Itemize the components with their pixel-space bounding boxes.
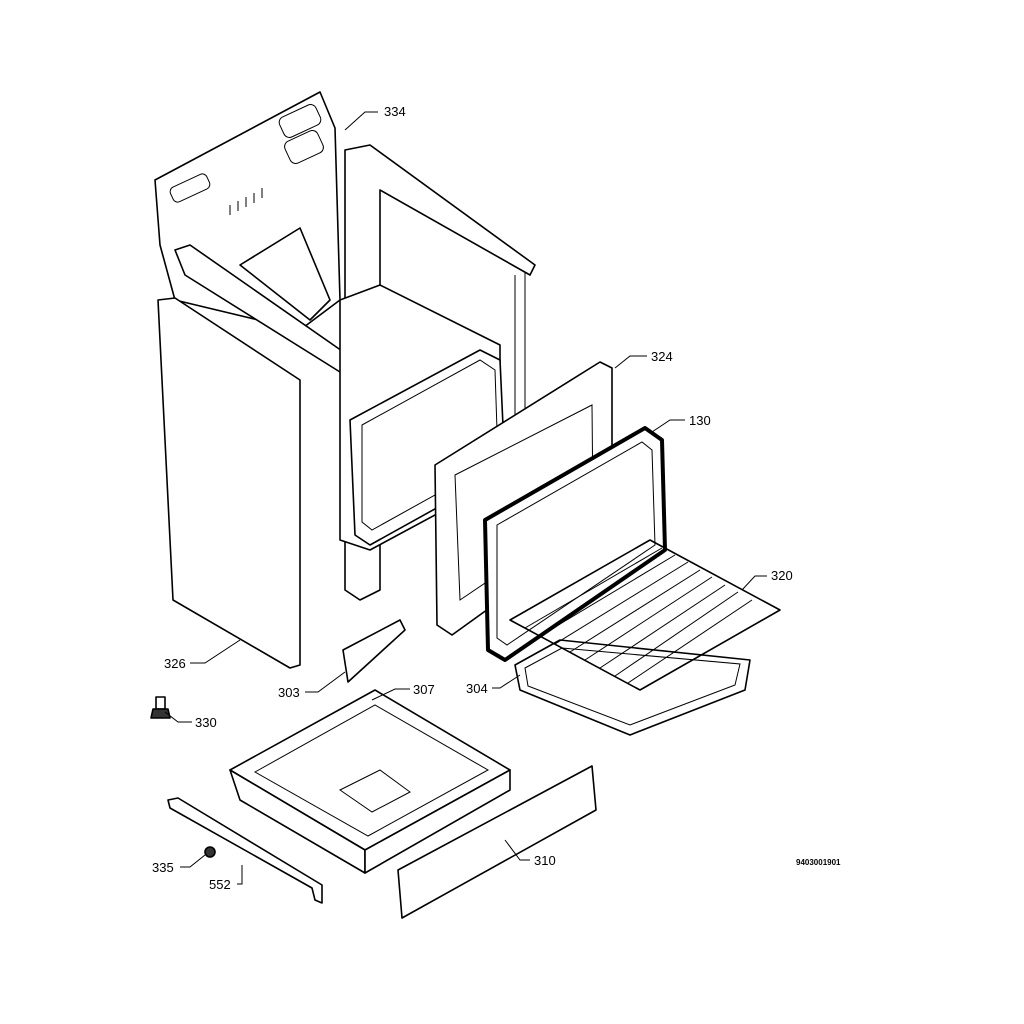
part-storage-drawer — [229, 689, 511, 874]
label-307: 307 — [413, 682, 435, 697]
label-310: 310 — [534, 853, 556, 868]
part-wire-shelf — [509, 539, 781, 691]
part-baking-tray — [514, 639, 751, 736]
part-drawer-runner — [167, 797, 323, 904]
label-303: 303 — [278, 685, 300, 700]
part-side-panel — [157, 297, 301, 669]
part-adjustable-foot — [150, 696, 171, 719]
leader-lines — [164, 111, 767, 885]
label-130: 130 — [689, 413, 711, 428]
label-304: 304 — [466, 681, 488, 696]
drawing-code: 9403001901 — [796, 858, 841, 867]
label-330: 330 — [195, 715, 217, 730]
label-552: 552 — [209, 877, 231, 892]
part-screw — [204, 846, 216, 858]
label-320: 320 — [771, 568, 793, 583]
label-334: 334 — [384, 104, 406, 119]
label-326: 326 — [164, 656, 186, 671]
part-door-gasket — [483, 426, 667, 662]
label-324: 324 — [651, 349, 673, 364]
part-insulation-strip — [342, 619, 406, 683]
part-oven-cavity — [239, 227, 506, 551]
label-335: 335 — [152, 860, 174, 875]
part-drawer-front — [397, 765, 597, 919]
